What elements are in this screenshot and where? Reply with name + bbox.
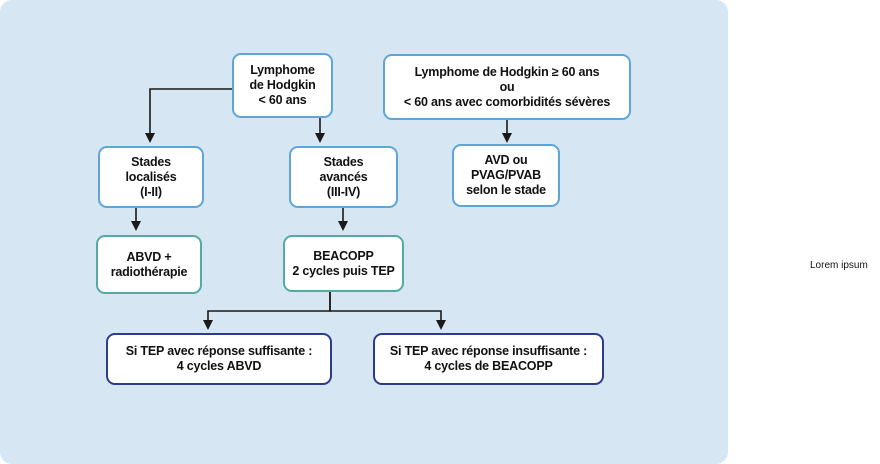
- node-tep-suffisante-label: Si TEP avec réponse suffisante : 4 cycle…: [125, 344, 313, 373]
- node-beacopp: BEACOPP 2 cycles puis TEP: [283, 235, 404, 292]
- arrow-beacopp-to-suffisante: [203, 292, 331, 330]
- node-stades-localises-label: Stades localisés (I-II): [125, 154, 177, 199]
- arrow-beacopp-to-insuffisante: [329, 292, 446, 330]
- node-stades-avances-label: Stades avancés (III-IV): [319, 154, 368, 199]
- node-avd-pvag-label: AVD ou PVAG/PVAB selon le stade: [466, 153, 546, 197]
- node-tep-insuffisante-label: Si TEP avec réponse insuffisante : 4 cyc…: [389, 344, 588, 373]
- node-hodgkin-under-60-label: Lymphome de Hodgkin < 60 ans: [249, 63, 316, 107]
- node-hodgkin-under-60: Lymphome de Hodgkin < 60 ans: [232, 53, 333, 118]
- node-stades-avances: Stades avancés (III-IV): [289, 146, 398, 208]
- node-beacopp-label: BEACOPP 2 cycles puis TEP: [292, 248, 395, 278]
- arrow-young-to-localises: [145, 88, 232, 143]
- node-abvd-radiotherapie-label: ABVD + radiothérapie: [110, 249, 188, 279]
- node-tep-insuffisante: Si TEP avec réponse insuffisante : 4 cyc…: [373, 333, 604, 385]
- node-hodgkin-over-60-label: Lymphome de Hodgkin ≥ 60 ans ou < 60 ans…: [403, 64, 611, 109]
- node-abvd-radiotherapie: ABVD + radiothérapie: [96, 235, 202, 294]
- node-stades-localises: Stades localisés (I-II): [98, 146, 204, 208]
- node-hodgkin-over-60: Lymphome de Hodgkin ≥ 60 ans ou < 60 ans…: [383, 54, 631, 120]
- node-tep-suffisante: Si TEP avec réponse suffisante : 4 cycle…: [106, 333, 332, 385]
- side-note: Lorem ipsum: [810, 260, 868, 271]
- node-avd-pvag: AVD ou PVAG/PVAB selon le stade: [452, 144, 560, 207]
